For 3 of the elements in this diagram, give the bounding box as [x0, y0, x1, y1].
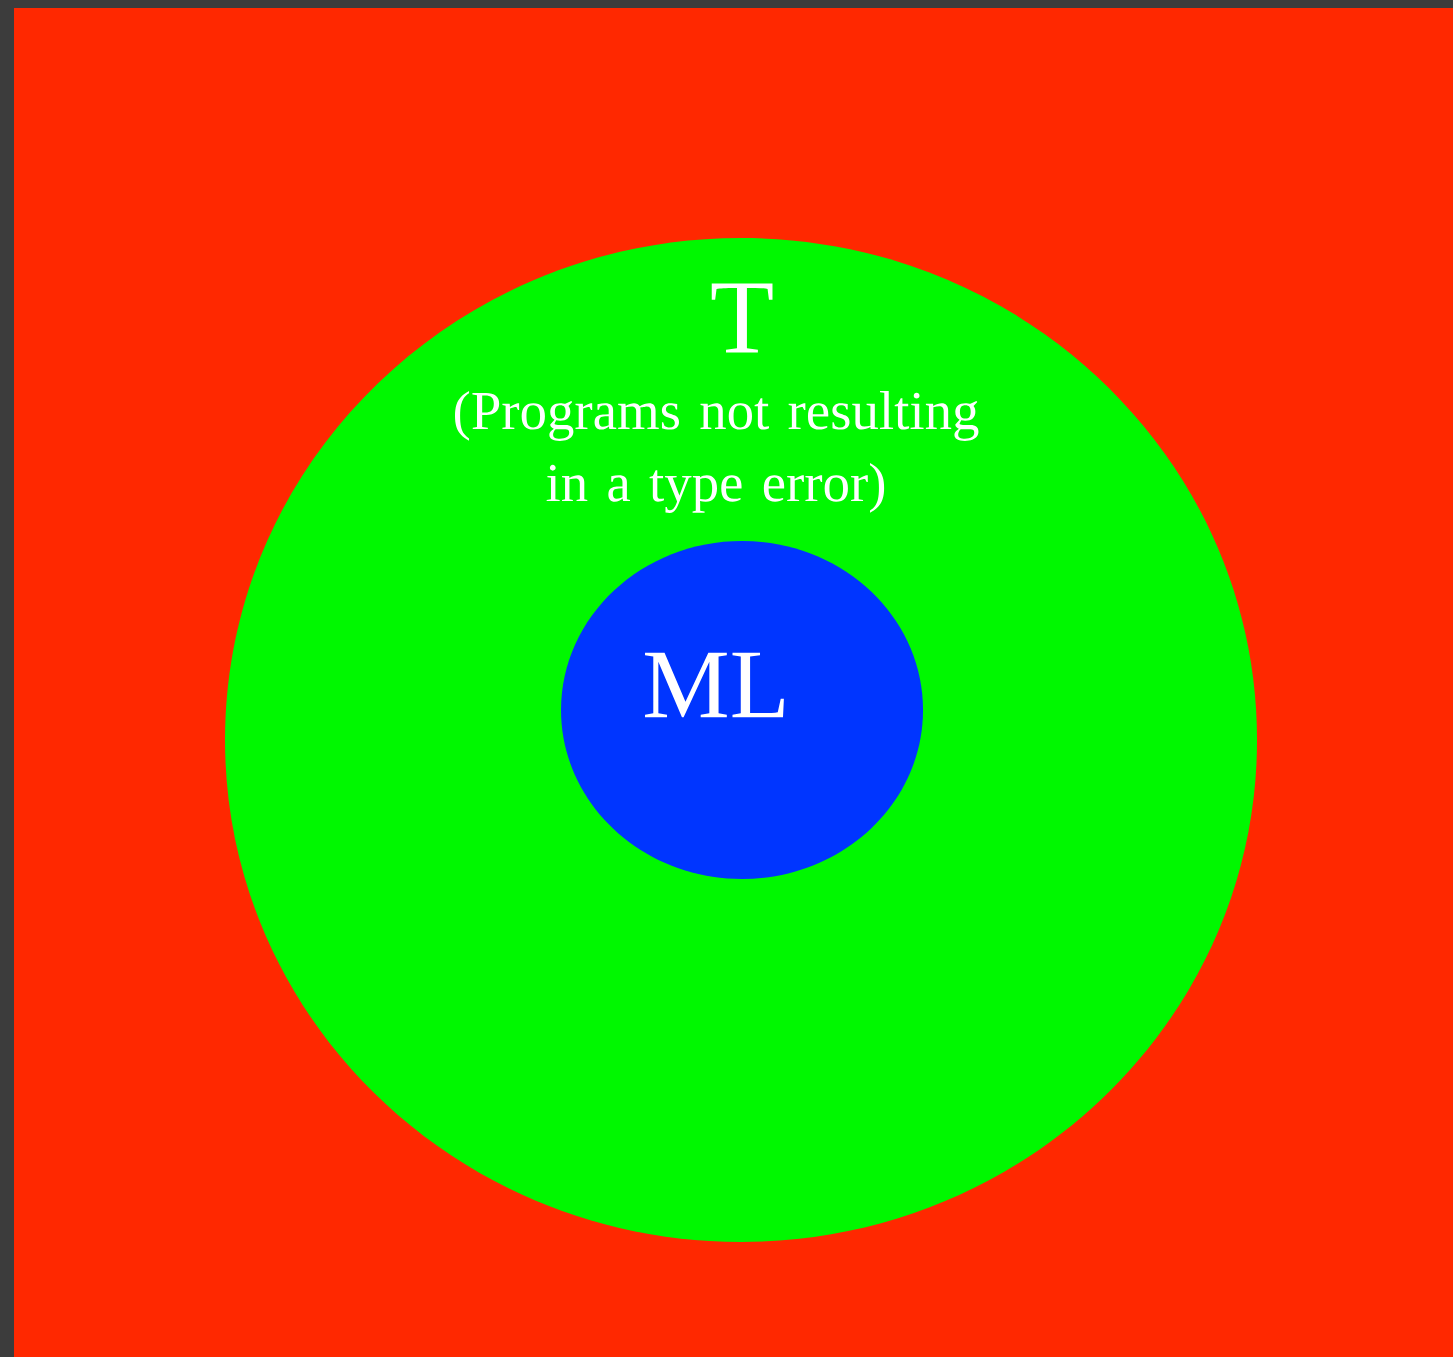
set-label: ML	[645, 652, 784, 718]
set-description: (Programs not resulting in a type error)	[455, 391, 979, 513]
set-label: T	[711, 283, 773, 353]
